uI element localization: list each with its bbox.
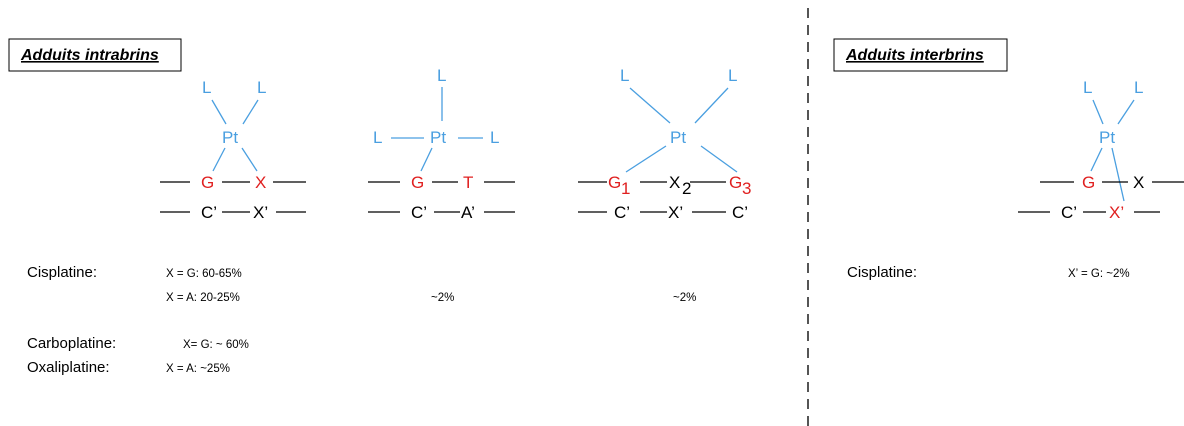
ligand-bond (242, 99, 259, 125)
structure-1: L L Pt G X C’ X’ (160, 78, 306, 222)
ligand-label: L (437, 66, 446, 85)
ligand-label: L (202, 78, 211, 97)
ligand-label: L (1083, 78, 1092, 97)
percentage-text: X = A: 20-25% (166, 292, 240, 304)
base-label: T (463, 173, 473, 192)
percentage-text: X= G: ~ 60% (183, 339, 249, 351)
base-label: X (255, 173, 266, 192)
base-label: C’ (614, 203, 630, 222)
base-label: X’ (1109, 203, 1124, 222)
base-label: X (669, 173, 680, 192)
base-label: G (729, 173, 742, 192)
ligand-label: L (728, 66, 737, 85)
base-label: G (1082, 173, 1095, 192)
percentage-text: ~2% (673, 292, 696, 304)
ligand-label: L (257, 78, 266, 97)
platinum-label: Pt (670, 128, 686, 147)
ligand-label: L (490, 128, 499, 147)
drug-label-carboplatine: Carboplatine: (27, 335, 116, 352)
platinum-label: Pt (430, 128, 446, 147)
pt-bond (625, 145, 667, 173)
percentage-text: X’ = G: ~2% (1068, 268, 1130, 280)
ligand-label: L (373, 128, 382, 147)
drug-label-cisplatine: Cisplatine: (27, 264, 97, 281)
percentage-text: ~2% (431, 292, 454, 304)
base-label: G (411, 173, 424, 192)
ligand-bond (211, 99, 227, 125)
platinum-label: Pt (1099, 128, 1115, 147)
intra-title-box (8, 38, 182, 72)
base-label: C’ (411, 203, 427, 222)
percentage-text: X = G: 60-65% (166, 268, 242, 280)
base-label: A’ (461, 203, 475, 222)
base-label: C’ (732, 203, 748, 222)
inter-title-box (833, 38, 1008, 72)
ligand-bond (629, 87, 671, 124)
base-label: C’ (1061, 203, 1077, 222)
ligand-label: L (1134, 78, 1143, 97)
base-label: C’ (201, 203, 217, 222)
inter-title: Adduits interbrins (845, 47, 984, 64)
pt-bond (241, 147, 258, 172)
drug-label-oxaliplatine: Oxaliplatine: (27, 359, 110, 376)
base-label: G (201, 173, 214, 192)
platinum-label: Pt (222, 128, 238, 147)
pt-bond (1111, 147, 1125, 202)
pt-bond (1090, 147, 1103, 172)
intra-title: Adduits intrabrins (20, 47, 159, 64)
ligand-bond (1117, 99, 1135, 125)
ligand-label: L (620, 66, 629, 85)
base-label: X (1133, 173, 1144, 192)
pt-bond (212, 147, 226, 172)
base-subscript: 2 (682, 179, 691, 198)
structure-2: L L Pt L G T C’ A’ (368, 66, 515, 222)
percentage-text: X = A: ~25% (166, 363, 230, 375)
ligand-bond (694, 87, 729, 124)
base-subscript: 1 (621, 179, 630, 198)
structure-3: L L Pt G 1 X 2 G 3 C’ X’ C’ (578, 66, 751, 222)
structure-4: L L Pt G X C’ X’ (1018, 78, 1184, 222)
ligand-bond (1092, 99, 1104, 125)
pt-bond (700, 145, 738, 173)
pt-bond (420, 147, 433, 172)
base-subscript: 3 (742, 179, 751, 198)
base-label: G (608, 173, 621, 192)
drug-label-cisplatine: Cisplatine: (847, 264, 917, 281)
base-label: X’ (668, 203, 683, 222)
base-label: X’ (253, 203, 268, 222)
